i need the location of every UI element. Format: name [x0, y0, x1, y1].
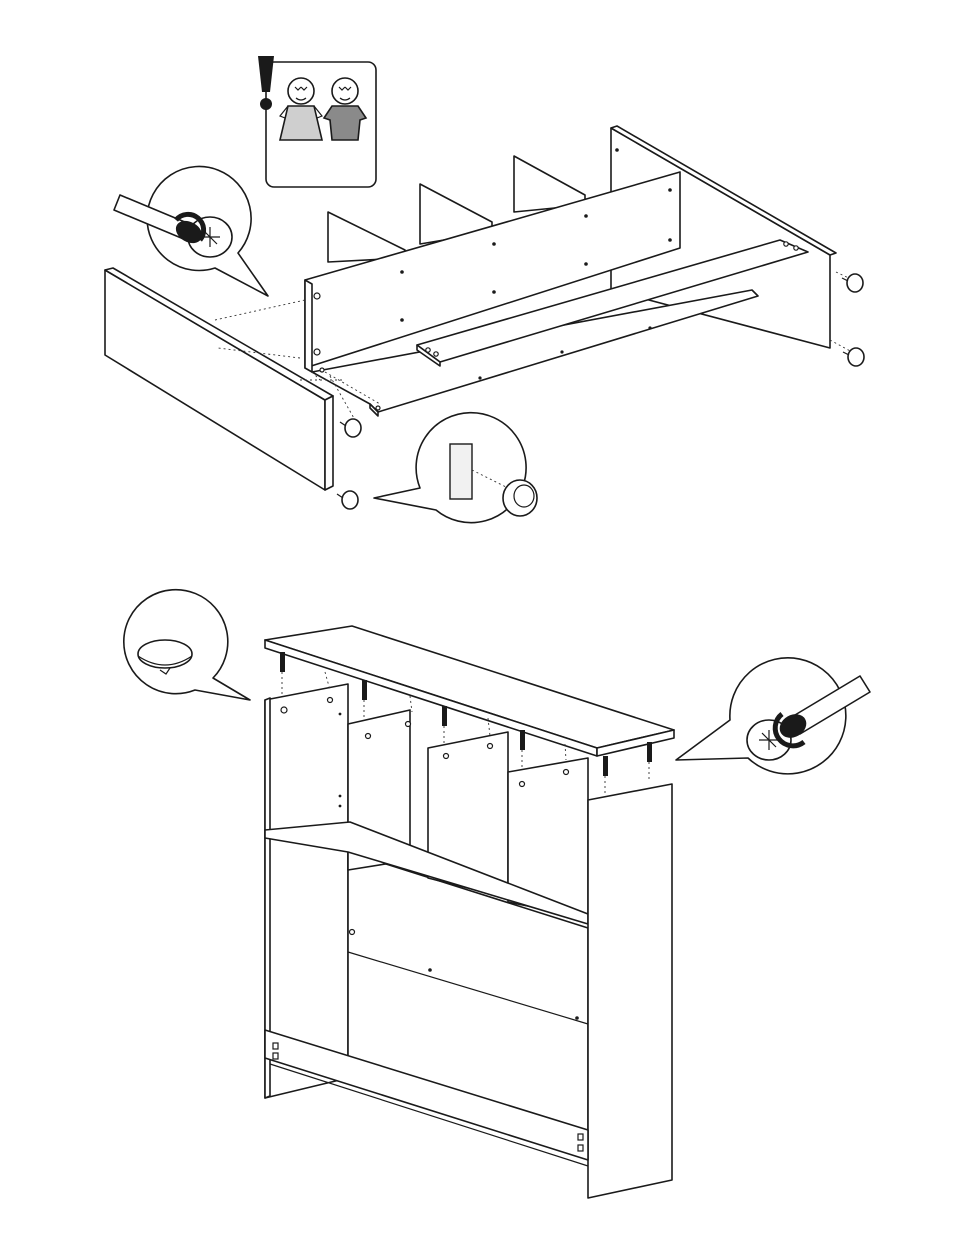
foot-glide-icon: [337, 491, 358, 509]
step-1-illustration: [105, 56, 864, 523]
cam-dowel-icon: [647, 742, 652, 780]
cam-cover-callout: [124, 590, 250, 700]
cam-dowel-icon: [603, 756, 608, 796]
foot-glide-detail-icon: [503, 480, 537, 516]
cam-dowel-icon: [280, 652, 285, 696]
two-person-assembly-warning-icon: [258, 56, 376, 187]
foot-glide-icon: [340, 419, 361, 437]
cam-dowel-icon: [520, 730, 525, 770]
cam-dowel-icon: [442, 706, 447, 744]
foot-glide-callout: [374, 413, 537, 523]
side-panel-right: [588, 784, 672, 1198]
step-2-illustration: [124, 590, 870, 1198]
cam-dowel-icon: [362, 680, 367, 720]
foot-glide-icon: [843, 348, 864, 366]
cam-lock-callout-right: [676, 658, 870, 774]
cam-lock-callout-top: [114, 166, 268, 296]
